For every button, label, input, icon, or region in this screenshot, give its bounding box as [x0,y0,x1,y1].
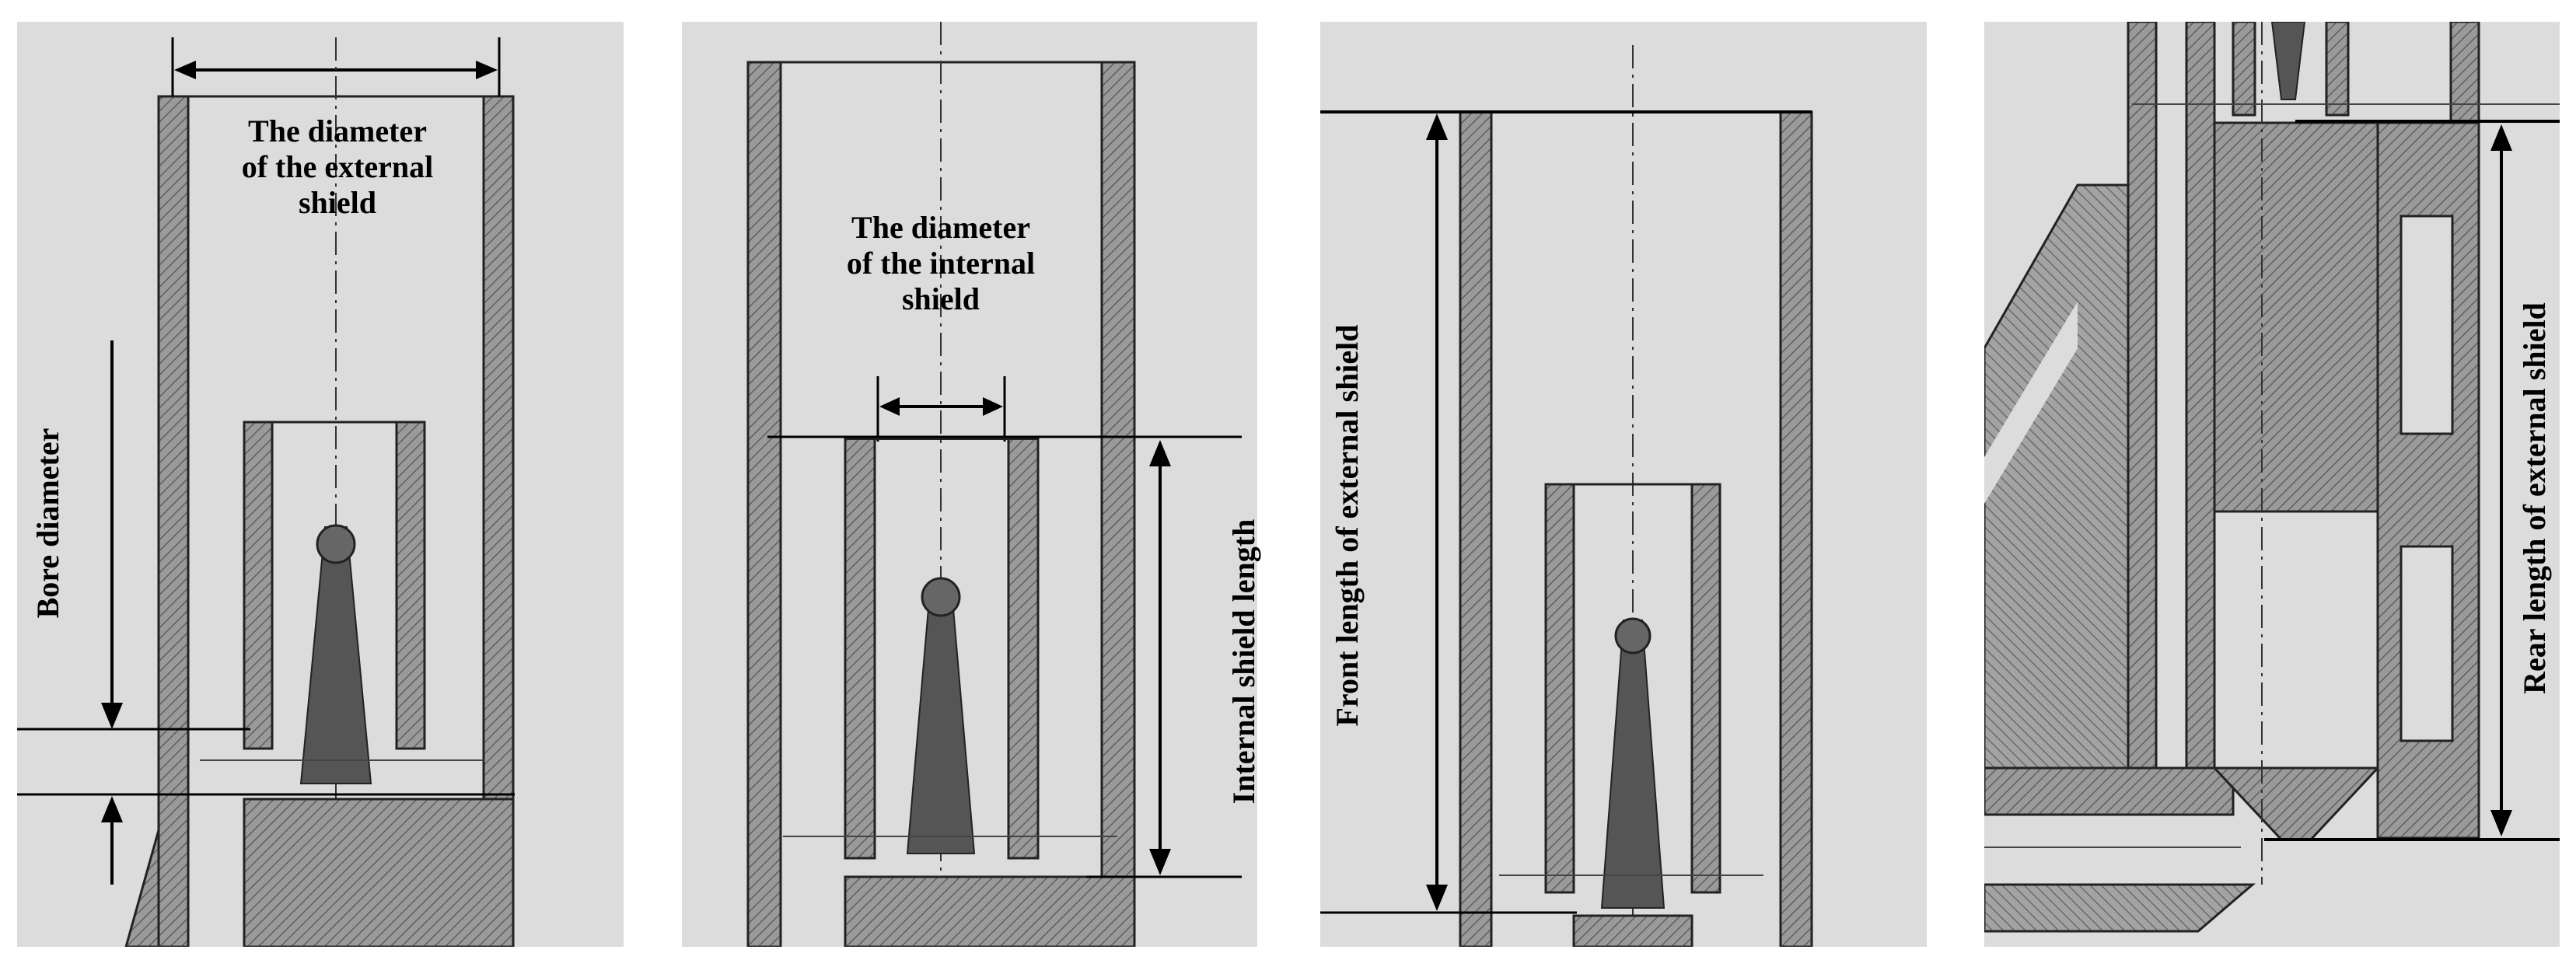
label-internal-diameter: The diameter of the internal shield [785,210,1096,317]
panel-rear-length: Rear length of external shield [1984,22,2560,947]
panel-internal-shield: The diameter of the internal shield Inte… [682,22,1261,947]
panel-front-length: Front length of external shield [1320,22,1927,947]
internal-shield-drawing [746,22,1242,947]
external-shield-right-wall [482,95,515,813]
label-line-1: The diameter [851,210,1030,245]
label-internal-shield-length: Internal shield length [1226,518,1261,805]
label-rear-length: Rear length of external shield [2517,302,2552,694]
label-line-3: shield [298,185,377,220]
label-line-1: The diameter [248,113,427,148]
external-shield-right-wall [1779,110,1813,947]
label-line-3: shield [901,281,980,316]
panel-external-shield-diameter: The diameter of the external shield Bore… [17,22,624,947]
label-bore-diameter: Bore diameter [30,428,65,619]
rear-block [2213,121,2379,513]
rear-length-drawing [1984,22,2560,933]
external-shield-left-wall [746,61,782,947]
external-shield-drawing [17,37,515,947]
label-line-2: of the internal [846,246,1036,281]
external-shield-left-wall [1459,110,1493,947]
label-line-2: of the external [241,149,434,184]
external-shield-right-wall [1100,61,1136,947]
label-front-length: Front length of external shield [1330,324,1365,727]
front-length-drawing [1320,45,1813,947]
label-external-diameter: The diameter of the external shield [182,113,493,221]
external-shield-left-wall [157,95,190,947]
